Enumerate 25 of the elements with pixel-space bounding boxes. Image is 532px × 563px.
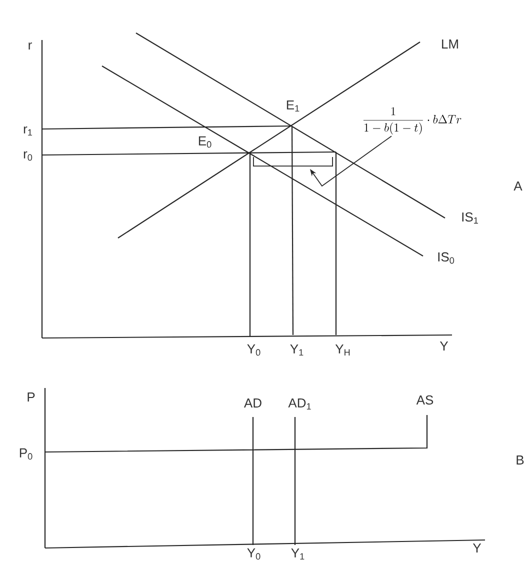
tick-label: Y$_{0}$ [247,344,260,356]
panel-label: A [514,182,522,190]
formula-label: $\frac{1}{1-b(1-t)}\cdot b\Delta Tr$ [363,107,462,135]
panel-label: B [516,456,524,464]
point-label: E$_{0}$ [198,136,212,148]
curve-label: IS$_{1}$ [462,212,478,224]
curve-label: AD$_{1}$ [288,398,311,410]
axis-label: Y [440,342,448,350]
curve-label: AS [416,395,434,405]
curve-label: AD [244,398,262,408]
tick-label: Y$_{1}$ [290,344,304,356]
tick-label: Y$_{1}$ [291,548,304,560]
bracket [253,156,333,166]
curve-label: IS$_{0}$ [438,252,454,264]
axis-label: P [28,392,35,402]
axis-label: r [28,42,32,50]
curve-label: LM [442,40,458,48]
point-label: E$_{1}$ [286,100,300,112]
tick-label: r$_{1}$ [24,126,32,136]
leader-line [310,136,392,187]
tick-label: P$_{0}$ [20,448,32,460]
tick-label: Y$_{H}$ [335,344,350,356]
tick-label: Y$_{0}$ [247,548,260,560]
tick-label: r$_{0}$ [24,151,32,161]
axis-label: Y [472,544,482,552]
